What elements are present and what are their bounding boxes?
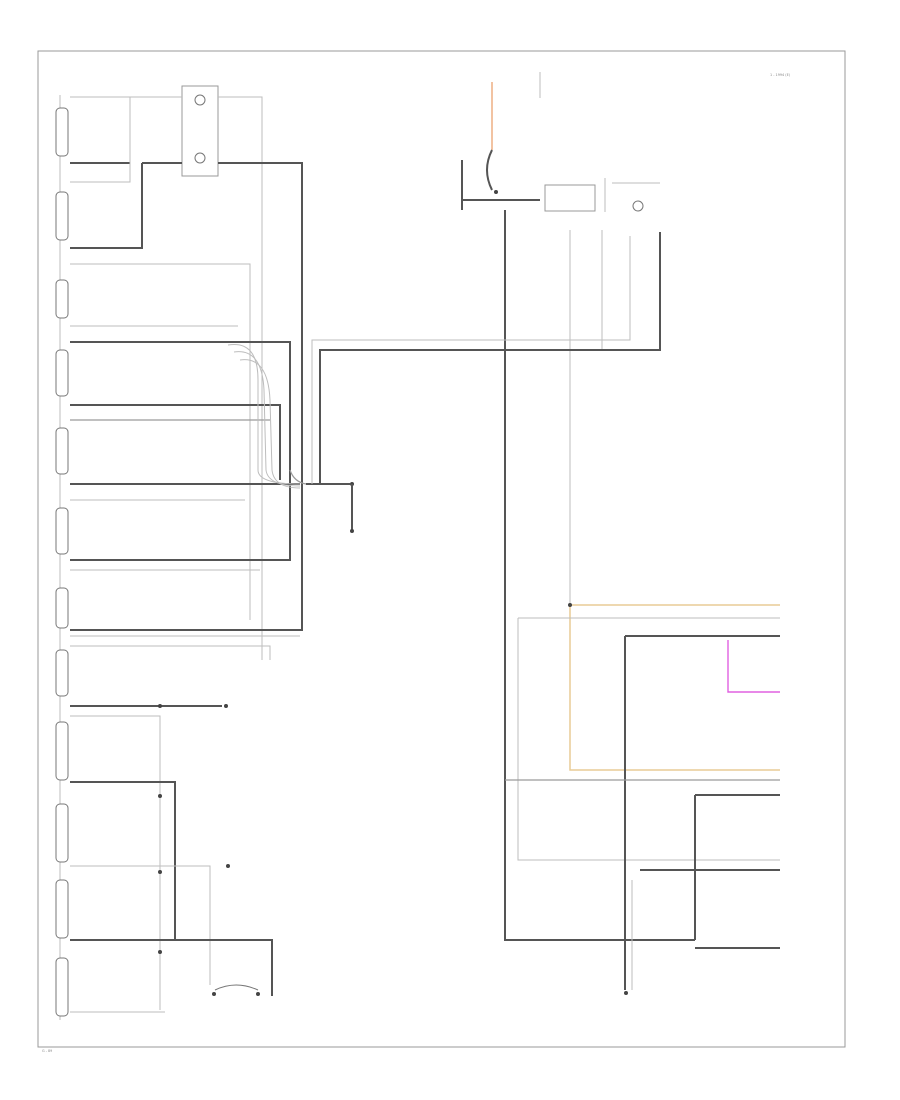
motor-2 xyxy=(55,191,69,241)
top-switch-box xyxy=(181,85,219,177)
diagram-border xyxy=(37,50,846,1048)
footer-code: G - 89 xyxy=(42,1049,52,1053)
left-harness xyxy=(70,263,354,1013)
left-motor-column xyxy=(55,95,69,1020)
motor-5 xyxy=(55,427,69,475)
motor-9 xyxy=(55,721,69,781)
motor-12 xyxy=(55,957,69,1017)
right-connectors xyxy=(505,603,780,995)
motor-6 xyxy=(55,507,69,555)
top-relay xyxy=(311,72,695,941)
motor-11 xyxy=(55,879,69,939)
motor-1 xyxy=(55,107,69,157)
top-switch xyxy=(70,85,303,660)
motor-3 xyxy=(55,279,69,319)
motor-10 xyxy=(55,803,69,863)
motor-8 xyxy=(55,649,69,697)
motor-4 xyxy=(55,349,69,397)
motor-7 xyxy=(55,587,69,629)
page-code: 1 - 1994 (E) xyxy=(770,73,791,77)
relay-box xyxy=(544,184,596,212)
